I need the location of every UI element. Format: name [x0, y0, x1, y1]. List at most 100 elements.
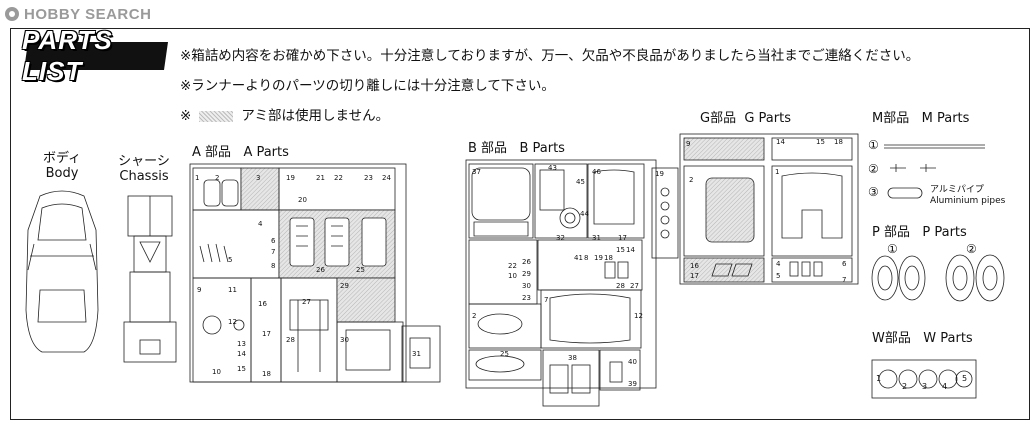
b-part-number: 29: [522, 270, 531, 278]
g-part-number: 6: [842, 260, 847, 268]
g-part-number: 5: [776, 272, 781, 280]
a-part-number: 1: [195, 174, 200, 182]
m-parts-label: M部品 M Parts: [872, 111, 970, 126]
note-runner-cutting: ※ランナーよりのパーツの切り離しには十分注意して下さい。: [180, 78, 555, 94]
a-part-number: 7: [271, 248, 276, 256]
b-part-number: 39: [628, 380, 637, 388]
a-part-number: 23: [364, 174, 373, 182]
a-part-number: 26: [316, 266, 325, 274]
m-circled-3: ③: [868, 185, 879, 199]
b-part-number: 31: [592, 234, 601, 242]
b-part-number: 38: [568, 354, 577, 362]
b-part-number: 46: [592, 168, 601, 176]
b-part-number: 14: [626, 246, 635, 254]
b-part-number: 37: [472, 168, 481, 176]
p-parts-tires: [871, 254, 1005, 302]
a-part-number: 31: [412, 350, 421, 358]
b-part-number: 12: [634, 312, 643, 320]
a-part-number: 22: [334, 174, 343, 182]
b-part-number: 15: [616, 246, 625, 254]
b-part-number: 22: [508, 262, 517, 270]
w-part-number: 4: [942, 382, 948, 391]
a-parts-label: A 部品 A Parts: [192, 145, 289, 160]
b-part-number: 25: [500, 350, 509, 358]
body-drawing: [25, 190, 99, 353]
p-circled-1: ①: [887, 242, 898, 256]
b-part-number: 2: [472, 312, 477, 320]
b-part-number: 43: [548, 164, 557, 172]
b-part-number: 45: [576, 178, 585, 186]
p-parts-label: P 部品 P Parts: [872, 225, 967, 240]
a-part-number: 16: [258, 300, 267, 308]
a-part-number: 30: [340, 336, 349, 344]
note-mesh-text: アミ部は使用しません。: [241, 108, 390, 124]
b-part-number: 26: [522, 258, 531, 266]
w-part-number: 2: [902, 382, 908, 391]
b-part-number: 27: [630, 282, 639, 290]
a-part-number: 4: [258, 220, 263, 228]
g-part-number: 2: [689, 176, 694, 184]
a-part-number: 29: [340, 282, 349, 290]
p-circled-2: ②: [966, 242, 977, 256]
g-part-number: 16: [690, 262, 699, 270]
a-part-number: 9: [197, 286, 202, 294]
a-part-number: 13: [237, 340, 246, 348]
a-part-number: 12: [228, 318, 237, 326]
a-part-number: 10: [212, 368, 221, 376]
a-part-number: 19: [286, 174, 295, 182]
m-circled-2: ②: [868, 162, 879, 176]
brand-logo-icon: [5, 7, 19, 21]
hobby-search-watermark: HOBBY SEARCH: [4, 4, 151, 24]
a-part-number: 28: [286, 336, 295, 344]
note-check-contents: ※箱詰め内容をお確かめ下さい。十分注意しておりますが、万一、欠品や不良品がありま…: [180, 48, 920, 64]
b-part-number: 23: [522, 294, 531, 302]
a-part-number: 14: [237, 350, 246, 358]
a-part-number: 24: [382, 174, 391, 182]
g-parts-runner: [651, 133, 859, 285]
w-parts-label: W部品 W Parts: [872, 331, 973, 346]
g-part-number: 17: [690, 272, 699, 280]
g-part-number: 9: [686, 140, 691, 148]
a-part-number: 20: [298, 196, 307, 204]
title-badge-shape: [24, 42, 168, 70]
g-part-number: 19: [655, 170, 664, 178]
b-part-number: 19: [594, 254, 603, 262]
g-part-number: 7: [842, 276, 847, 284]
g-part-number: 4: [776, 260, 781, 268]
note-mesh-unused: ※ アミ部は使用しません。: [180, 104, 389, 124]
a-part-number: 25: [356, 266, 365, 274]
a-part-number: 15: [237, 365, 246, 373]
a-parts-runner: [189, 163, 441, 383]
note-mark: ※: [180, 108, 192, 124]
g-part-number: 1: [775, 168, 780, 176]
g-part-number: 18: [834, 138, 843, 146]
b-part-number: 41: [574, 254, 583, 262]
b-part-number: 28: [616, 282, 625, 290]
a-part-number: 11: [228, 286, 237, 294]
b-part-number: 40: [628, 358, 637, 366]
w-part-number: 5: [962, 374, 968, 383]
m-circled-1: ①: [868, 138, 879, 152]
b-part-number: 7: [544, 296, 549, 304]
a-part-number: 18: [262, 370, 271, 378]
b-part-number: 18: [604, 254, 613, 262]
sheet-frame: [10, 28, 1030, 420]
w-part-number: 3: [922, 382, 928, 391]
g-parts-label: G部品 G Parts: [700, 111, 791, 126]
b-part-number: 32: [556, 234, 565, 242]
chassis-drawing: [123, 195, 177, 363]
a-part-number: 6: [271, 237, 276, 245]
g-part-number: 15: [816, 138, 825, 146]
a-part-number: 5: [228, 256, 233, 264]
w-part-number: 1: [876, 374, 882, 383]
m-parts: [884, 144, 985, 199]
b-parts-label: B 部品 B Parts: [468, 141, 565, 156]
b-part-number: 17: [618, 234, 627, 242]
b-part-number: 30: [522, 282, 531, 290]
watermark-text: HOBBY SEARCH: [24, 5, 152, 23]
w-parts-runner: [871, 359, 977, 399]
